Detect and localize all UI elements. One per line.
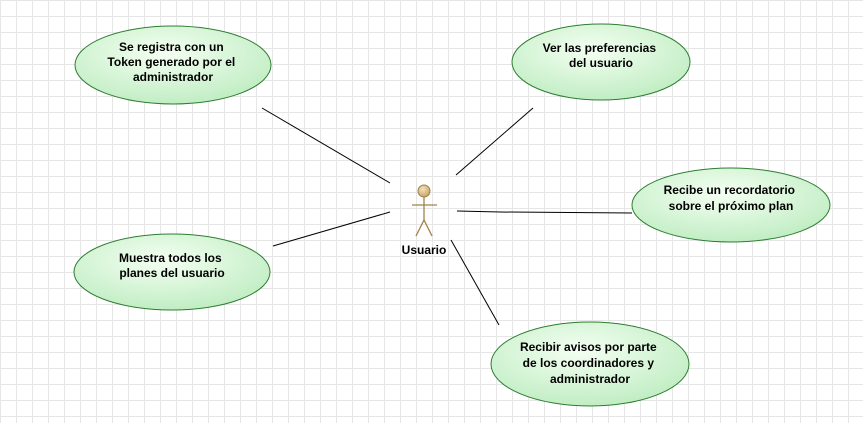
- use-case-ellipse[interactable]: [631, 167, 831, 243]
- svg-text:Recibir avisos por parte: Recibir avisos por parte de los coordina…: [520, 340, 660, 386]
- use-case-ellipse[interactable]: [74, 25, 272, 105]
- use-case-ellipse[interactable]: [73, 233, 271, 311]
- use-case-text-line: planes del usuario: [119, 266, 224, 280]
- association-recordatorio[interactable]: [456, 210, 633, 214]
- use-case-text-line: Ver las preferencias: [543, 41, 657, 55]
- svg-text:Ver las preferencias del: Ver las preferencias del usuario: [543, 41, 660, 70]
- actor-usuario[interactable]: Usuario: [402, 184, 447, 257]
- use-case-recordatorio[interactable]: Recibe un recordatorio sobre el próximo …: [631, 167, 831, 243]
- use-case-text-line: Recibe un recordatorio: [664, 183, 795, 197]
- use-case-avisos[interactable]: Recibir avisos por parte de los coordina…: [490, 321, 690, 407]
- actor-head: [417, 184, 431, 198]
- use-case-text-line: sobre el próximo plan: [669, 199, 794, 213]
- association-registra-token[interactable]: [261, 107, 391, 184]
- actor-right-leg: [423, 219, 433, 237]
- association-preferencias[interactable]: [455, 107, 534, 176]
- use-case-preferencias[interactable]: Ver las preferencias del usuario: [511, 23, 691, 101]
- use-case-text-line: administrador: [550, 372, 630, 386]
- svg-text:Se registra con un Token: Se registra con un Token generado por el…: [107, 40, 238, 84]
- use-case-planes[interactable]: Muestra todos los planes del usuario: [73, 233, 271, 311]
- svg-text:Muestra todos los planes: Muestra todos los planes del usuario: [119, 251, 225, 280]
- use-case-ellipse[interactable]: [490, 321, 690, 407]
- use-case-text-line: del usuario: [569, 56, 633, 70]
- use-case-text-line: de los coordinadores y: [523, 356, 655, 370]
- use-case-text-line: Token generado por el: [107, 55, 235, 69]
- actor-label: Usuario: [402, 243, 447, 257]
- actor-left-leg: [415, 219, 425, 237]
- use-case-registra-token[interactable]: Se registra con un Token generado por el…: [74, 25, 272, 105]
- use-case-text-line: administrador: [133, 70, 213, 84]
- actor-stick-figure-icon: [412, 184, 437, 237]
- svg-text:Recibe un recordatorio s: Recibe un recordatorio sobre el próximo …: [664, 183, 799, 213]
- use-case-text-line: Muestra todos los: [119, 251, 222, 265]
- use-case-text-line: Recibir avisos por parte: [520, 340, 657, 354]
- association-avisos[interactable]: [450, 239, 500, 326]
- associations: [261, 107, 633, 326]
- use-case-text-line: Se registra con un: [119, 40, 224, 54]
- association-planes[interactable]: [272, 211, 391, 247]
- use-case-ellipse[interactable]: [511, 23, 691, 101]
